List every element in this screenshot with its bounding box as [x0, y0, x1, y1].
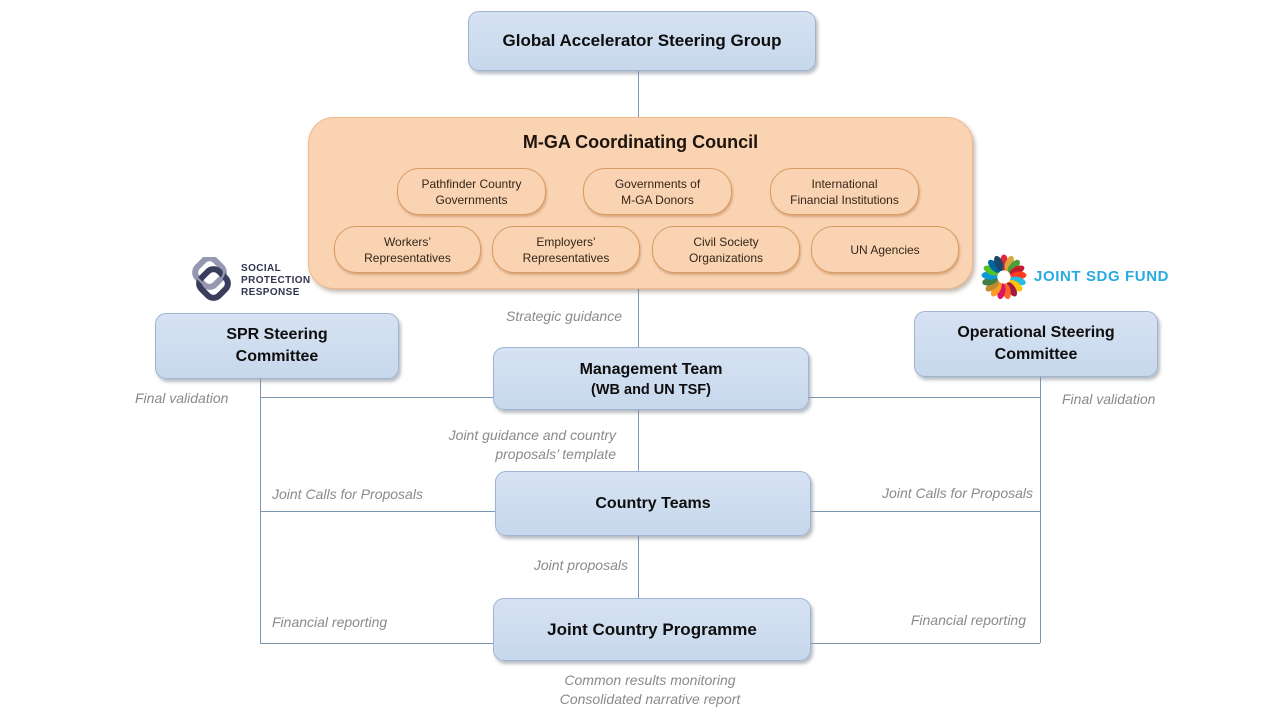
- sdg-fund-logo-text: JOINT SDG FUND: [1034, 268, 1170, 285]
- pill-un-agencies: UN Agencies: [811, 226, 959, 273]
- spr-logo-line1: SOCIAL: [241, 263, 282, 274]
- box-operational-steering-committee: Operational Steering Committee: [914, 311, 1158, 377]
- connector-left-column: [260, 377, 261, 643]
- label-joint-calls-left: Joint Calls for Proposals: [272, 486, 423, 502]
- label-financial-reporting-right: Financial reporting: [910, 612, 1026, 628]
- spr-logo-text: SOCIAL PROTECTION RESPONSE: [241, 263, 311, 299]
- management-team-title: Management Team: [579, 360, 723, 378]
- pill-international-financial-institutions: International Financial Institutions: [770, 168, 919, 215]
- box-country-teams: Country Teams: [495, 471, 811, 536]
- label-joint-guidance: Joint guidance and country proposals’ te…: [448, 427, 616, 462]
- label-consolidated-narrative-report: Consolidated narrative report: [559, 691, 741, 707]
- box-joint-country-programme: Joint Country Programme: [493, 598, 811, 661]
- label-joint-proposals: Joint proposals: [533, 557, 628, 573]
- management-team-subtitle: (WB and UN TSF): [590, 381, 711, 398]
- box-label: Global Accelerator Steering Group: [502, 31, 782, 50]
- connector-right-column: [1040, 375, 1041, 643]
- label-final-validation-right: Final validation: [1062, 391, 1156, 407]
- pill-civil-society-organizations: Civil Society Organizations: [652, 226, 800, 273]
- label-final-validation-left: Final validation: [135, 390, 229, 406]
- pill-governments-of-mga-donors: Governments of M-GA Donors: [583, 168, 732, 215]
- pill-workers-representatives: Workers’ Representatives: [334, 226, 481, 273]
- pill-pathfinder-country-governments: Pathfinder Country Governments: [397, 168, 546, 215]
- pill-employers-representatives: Employers’ Representatives: [492, 226, 640, 273]
- sdg-wheel-icon: [981, 254, 1027, 300]
- box-management-team: Management Team (WB and UN TSF): [493, 347, 809, 410]
- label-strategic-guidance: Strategic guidance: [506, 308, 622, 324]
- spr-logo-line3: RESPONSE: [241, 287, 300, 298]
- spr-logo-line2: PROTECTION: [241, 275, 311, 286]
- label-financial-reporting-left: Financial reporting: [272, 614, 388, 630]
- label-bottom-outputs: Common results monitoring Consolidated n…: [450, 671, 850, 709]
- label-common-results-monitoring: Common results monitoring: [564, 672, 736, 688]
- label-joint-calls-right: Joint Calls for Proposals: [882, 485, 1033, 501]
- box-mga-coordinating-council: M-GA Coordinating Council Pathfinder Cou…: [308, 117, 973, 289]
- box-global-accelerator-steering-group: Global Accelerator Steering Group: [468, 11, 816, 71]
- connector-center-column: [638, 287, 639, 598]
- knot-icon: [192, 257, 231, 301]
- box-spr-steering-committee: SPR Steering Committee: [155, 313, 399, 379]
- connector-top-to-council: [638, 69, 639, 117]
- council-title: M-GA Coordinating Council: [522, 132, 759, 152]
